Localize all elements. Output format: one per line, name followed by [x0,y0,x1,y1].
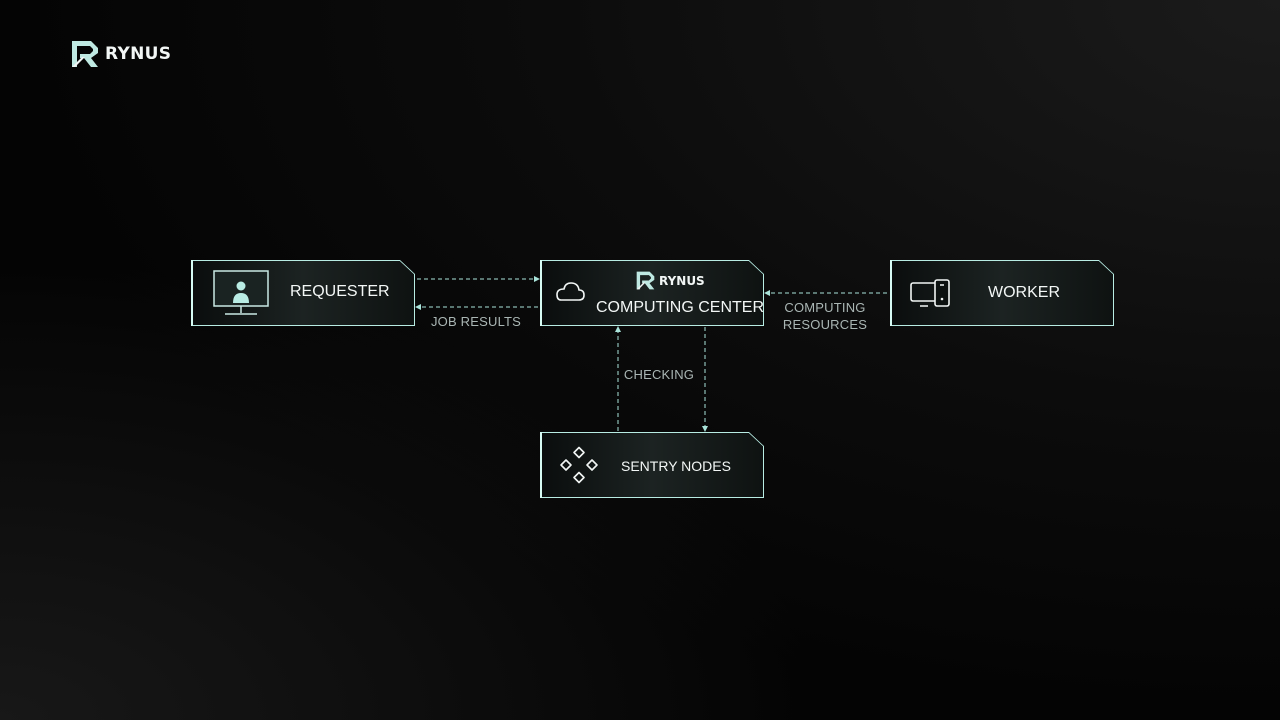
sentry-nodes-label: SENTRY NODES [621,458,731,474]
computing-center-label: COMPUTING CENTER [596,299,764,316]
edge-label-job-results: JOB RESULTS [430,314,522,329]
computer-icon [910,279,950,307]
worker-label: WORKER [988,284,1060,301]
rynus-logo-icon [72,41,98,67]
edge-label-computing: COMPUTING [784,300,866,315]
cloud-icon [556,282,585,301]
edge-label-resources: RESOURCES [782,317,868,332]
monitor-user-icon [213,270,269,315]
brand-logo: RYNUS [71,40,171,68]
brand-name: RYNUS [105,44,172,64]
edge-label-checking: CHECKING [623,367,695,382]
worker-node: WORKER [890,260,1114,326]
computing-center-brand: RYNUS [636,271,705,290]
computing-center-brand-name: RYNUS [659,273,705,288]
nodes-icon [560,446,598,484]
rynus-logo-icon [636,271,655,290]
requester-label: REQUESTER [290,283,390,300]
requester-node: REQUESTER [191,260,415,326]
edge-label-computing-resources: COMPUTING RESOURCES [775,299,875,333]
computing-center-node: RYNUS COMPUTING CENTER [540,260,764,326]
sentry-nodes-node: SENTRY NODES [540,432,764,498]
